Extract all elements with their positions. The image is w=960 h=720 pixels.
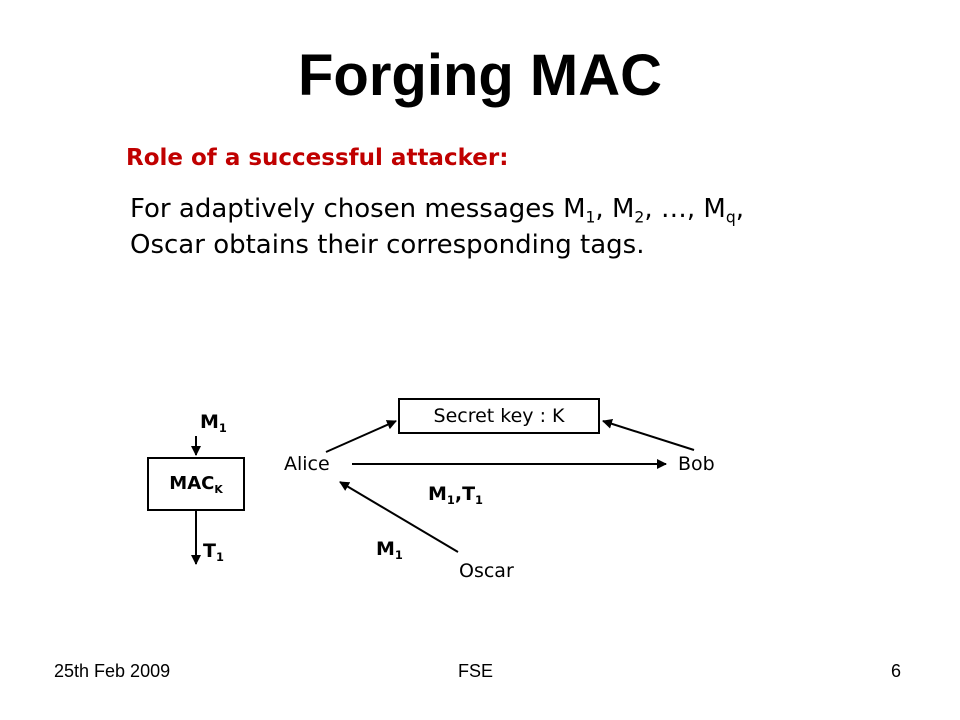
subscript-2: 2	[634, 208, 645, 227]
alice-label: Alice	[284, 453, 330, 475]
body-line-1-prefix: For adaptively chosen messages M	[130, 194, 586, 224]
separator-2: , …, M	[644, 194, 726, 224]
oscar-message-label: M1	[376, 538, 403, 562]
mac-input-label: M1	[200, 411, 227, 435]
subscript-q: q	[725, 208, 736, 227]
separator-1: , M	[595, 194, 635, 224]
oscar-label: Oscar	[459, 560, 514, 582]
mac-output-label: T1	[203, 540, 224, 564]
subscript-1: 1	[585, 208, 596, 227]
mac-box: MACK	[147, 457, 245, 511]
body-line-1: For adaptively chosen messages M1, M2, ……	[130, 192, 744, 226]
page-title: Forging MAC	[297, 43, 663, 108]
body-line-1-suffix: ,	[735, 194, 744, 224]
slide-number: 6	[891, 661, 902, 681]
bob-label: Bob	[678, 453, 715, 475]
sent-message-tag-label: M1,T1	[428, 483, 483, 507]
alice-to-key-arrow	[325, 420, 397, 453]
subheading: Role of a successful attacker:	[126, 145, 509, 171]
footer-center: FSE	[458, 661, 494, 681]
oscar-to-alice-arrow	[339, 481, 459, 553]
bob-to-key-arrow	[602, 418, 695, 451]
footer-date: 25th Feb 2009	[54, 661, 171, 681]
secret-key-box: Secret key : K	[398, 398, 600, 434]
body-line-2: Oscar obtains their corresponding tags.	[130, 230, 645, 260]
